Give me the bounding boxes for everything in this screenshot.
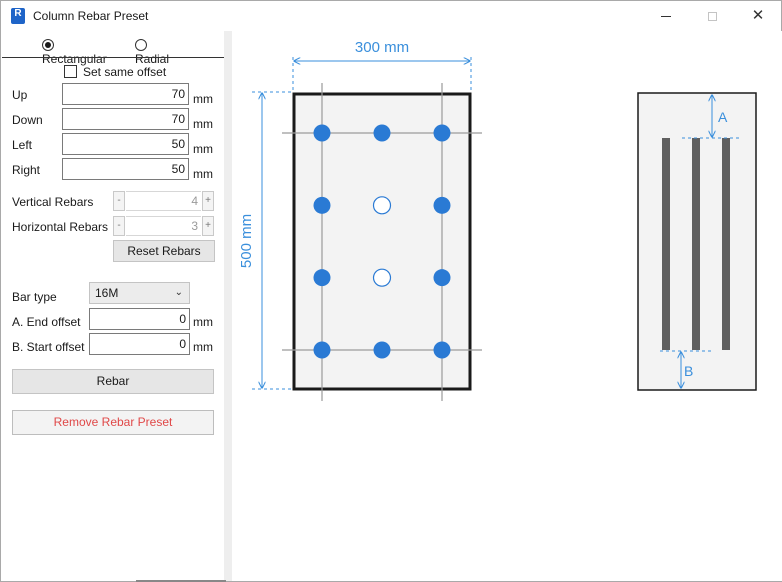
- right-label: Right: [12, 163, 41, 177]
- offset-a-label: A: [718, 109, 728, 125]
- close-button[interactable]: ✕: [735, 1, 781, 31]
- same-offset-checkbox[interactable]: Set same offset: [64, 64, 166, 79]
- radio-radial[interactable]: Radial: [135, 37, 169, 66]
- down-unit: mm: [193, 117, 213, 131]
- right-offset-input[interactable]: 50: [62, 158, 189, 180]
- bar-type-value: 16M: [95, 286, 119, 300]
- up-offset-input[interactable]: 70: [62, 83, 189, 105]
- down-label: Down: [12, 113, 43, 127]
- reset-rebars-button[interactable]: Reset Rebars: [113, 240, 215, 262]
- bar-type-label: Bar type: [12, 290, 57, 304]
- preview-canvas: 300 mm 500 mm A B: [232, 31, 782, 581]
- rebar-placeholder-dot: [372, 268, 392, 287]
- window-title: Column Rebar Preset: [33, 9, 149, 23]
- width-label: 300 mm: [355, 39, 409, 56]
- rebar-dot: [433, 196, 451, 214]
- horizontal-rebars-value[interactable]: 3: [126, 216, 201, 236]
- title-bar: R Column Rebar Preset ✕: [1, 1, 781, 31]
- vertical-decrement-button[interactable]: -: [113, 191, 125, 211]
- radio-selected-icon: [42, 38, 54, 51]
- end-offset-unit: mm: [193, 315, 213, 329]
- panel-splitter[interactable]: [224, 31, 232, 581]
- rebar-dot: [373, 341, 391, 359]
- rebar-dot: [313, 269, 331, 287]
- up-label: Up: [12, 88, 28, 102]
- checkbox-icon: [64, 65, 77, 79]
- column-section-outline: [292, 92, 472, 391]
- up-unit: mm: [193, 92, 213, 106]
- rebar-dot: [433, 124, 451, 142]
- offset-b-label: B: [684, 363, 693, 379]
- height-label: 500 mm: [238, 214, 255, 268]
- start-offset-label: B. Start offset: [12, 340, 85, 354]
- end-offset-input[interactable]: 0: [89, 308, 190, 330]
- start-offset-unit: mm: [193, 340, 213, 354]
- maximize-button[interactable]: [689, 1, 735, 31]
- vertical-rebars-value[interactable]: 4: [126, 191, 201, 211]
- radio-rectangular[interactable]: Rectangular: [42, 37, 107, 66]
- elevation-rebar: [662, 138, 670, 350]
- bar-type-select[interactable]: 16M ⌄: [89, 282, 190, 304]
- vertical-increment-button[interactable]: +: [202, 191, 214, 211]
- end-offset-label: A. End offset: [12, 315, 81, 329]
- remove-rebar-preset-button[interactable]: Remove Rebar Preset: [12, 410, 214, 435]
- rebar-button[interactable]: Rebar: [12, 369, 214, 394]
- vertical-rebars-label: Vertical Rebars: [12, 195, 94, 209]
- left-unit: mm: [193, 142, 213, 156]
- rebar-dot: [313, 124, 331, 142]
- resize-strip: [136, 580, 226, 582]
- rebar-dot: [313, 196, 331, 214]
- settings-panel: Rectangular Radial Set same offset Up 70…: [2, 31, 224, 581]
- rebar-dot: [433, 269, 451, 287]
- horizontal-decrement-button[interactable]: -: [113, 216, 125, 236]
- horizontal-rebars-stepper: - 3 +: [113, 216, 215, 236]
- app-icon: R: [11, 8, 25, 24]
- left-offset-input[interactable]: 50: [62, 133, 189, 155]
- minimize-icon: [661, 16, 671, 18]
- horizontal-increment-button[interactable]: +: [202, 216, 214, 236]
- rebar-dots: [313, 124, 451, 359]
- close-icon: ✕: [751, 7, 765, 24]
- down-offset-input[interactable]: 70: [62, 108, 189, 130]
- divider: [2, 57, 224, 58]
- chevron-down-icon: ⌄: [174, 287, 183, 298]
- rebar-dot: [373, 124, 391, 142]
- minimize-button[interactable]: [643, 1, 689, 31]
- rebar-dot: [313, 341, 331, 359]
- elevation-bars: [662, 138, 730, 350]
- left-label: Left: [12, 138, 33, 152]
- elevation-rebar: [692, 138, 700, 350]
- maximize-icon: [707, 12, 717, 22]
- rebar-preview-drawing: 300 mm 500 mm A B: [238, 39, 757, 401]
- rebar-placeholder-dot: [372, 196, 392, 215]
- start-offset-input[interactable]: 0: [89, 333, 190, 355]
- elevation-rebar: [722, 138, 730, 350]
- vertical-rebars-stepper: - 4 +: [113, 191, 215, 211]
- radio-unselected-icon: [135, 38, 147, 51]
- horizontal-rebars-label: Horizontal Rebars: [12, 220, 109, 234]
- right-unit: mm: [193, 167, 213, 181]
- rebar-dot: [433, 341, 451, 359]
